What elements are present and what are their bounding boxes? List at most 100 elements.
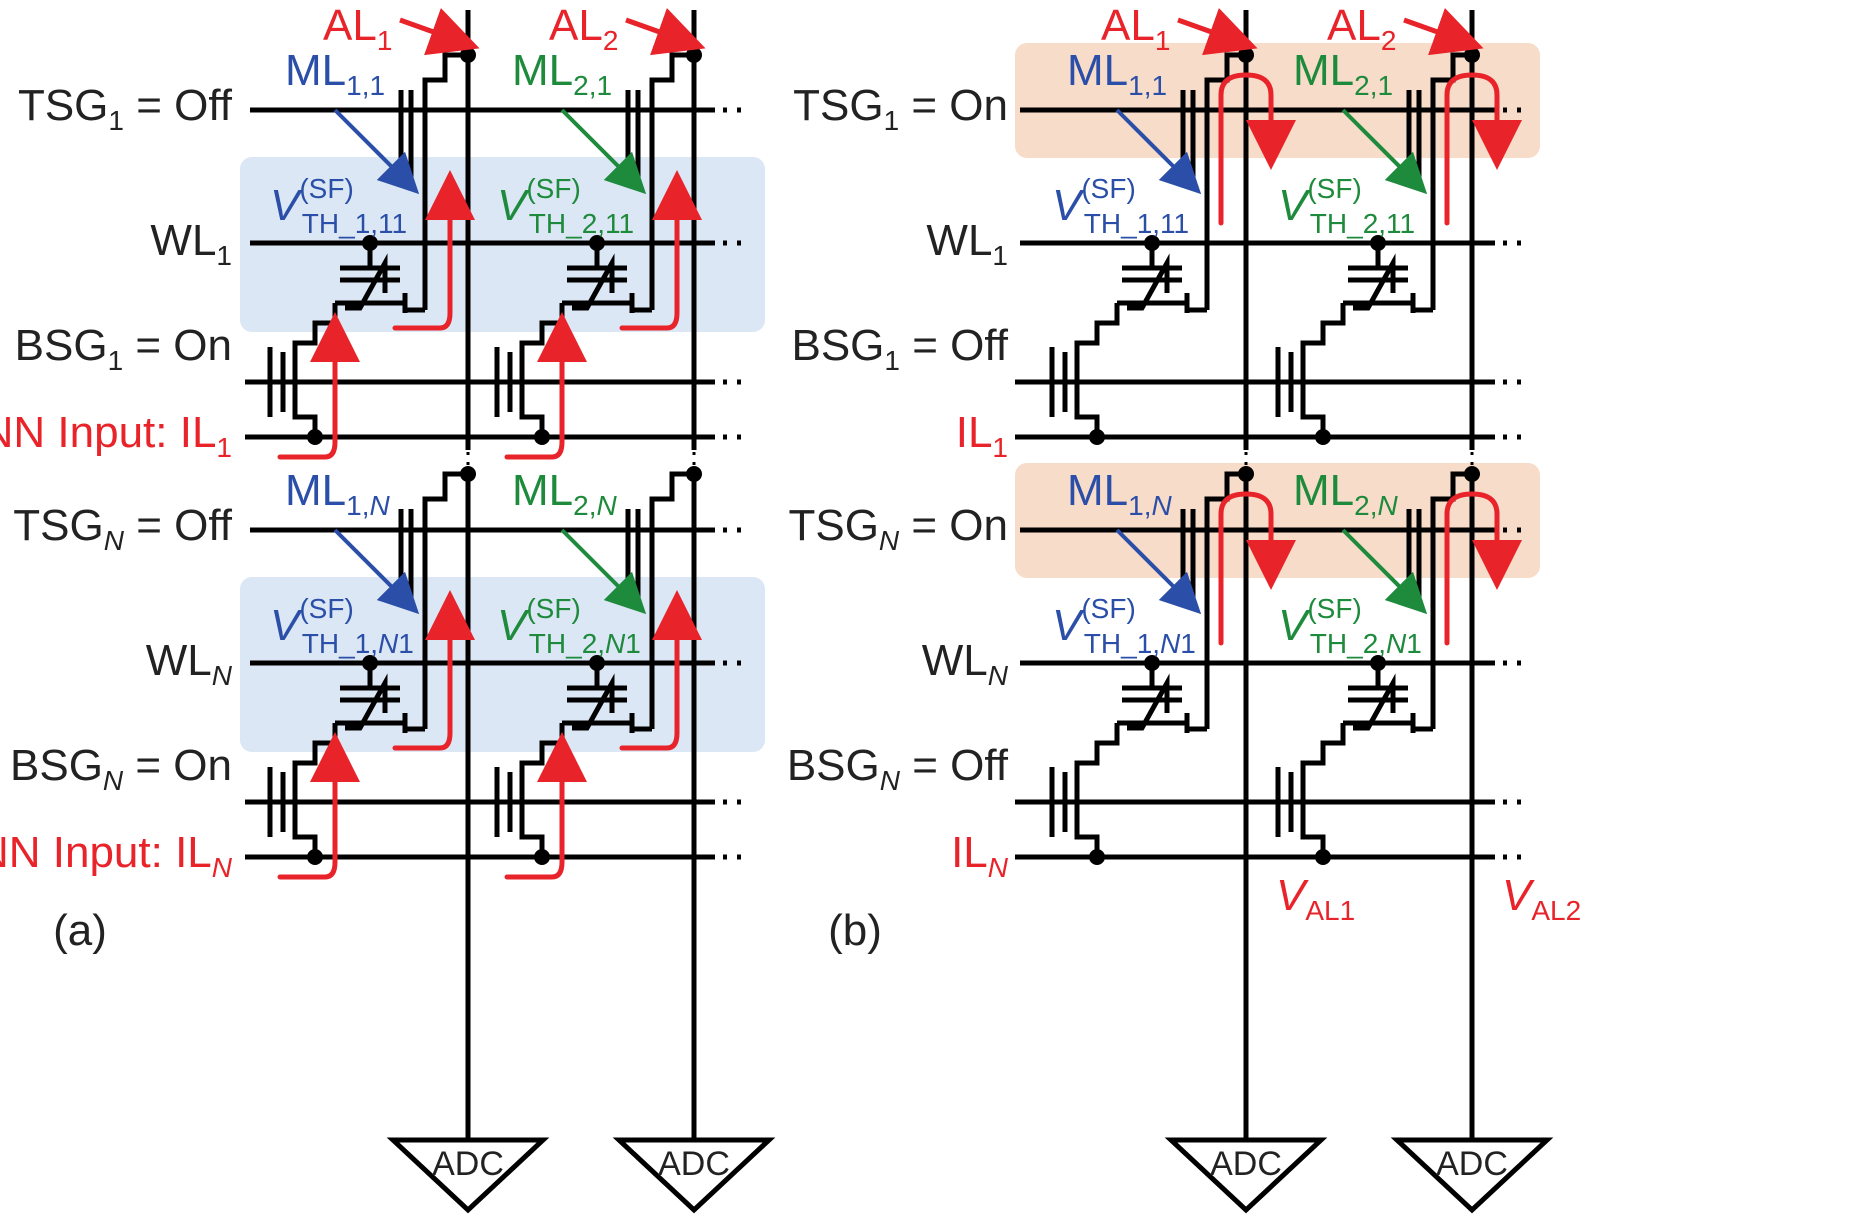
array-line-label: AL2	[1327, 1, 1396, 56]
input-current-path	[277, 312, 360, 460]
memory-line-pointer	[1115, 528, 1202, 615]
panel-caption: (a)	[53, 906, 107, 955]
vth-subscript: TH_2,	[529, 628, 605, 659]
tsg-drain-wire	[422, 52, 468, 115]
output-voltage-label: VAL2	[1502, 871, 1581, 926]
vth-subscript-n: N	[1386, 628, 1407, 659]
vth-subscript-n: N	[378, 628, 399, 659]
adc-label: ADC	[432, 1145, 504, 1183]
threshold-voltage-label: V(SF)TH_1,11	[1052, 173, 1189, 239]
memory-line-subscript: 1,	[346, 490, 369, 521]
row-label-subscript: 1	[108, 105, 124, 136]
bsg-channel	[519, 347, 545, 437]
memory-line-label: ML1,N	[285, 466, 390, 521]
row-label-name: BSG	[15, 321, 108, 370]
vth-subscript: TH_1,	[302, 628, 378, 659]
row-label: BSGN = On	[10, 741, 232, 796]
row-label-name: NN Input: IL	[0, 408, 216, 457]
vth-symbol: V	[497, 181, 530, 230]
row-label: TSG1 = Off	[18, 81, 233, 136]
row-label-name: NN Input: IL	[0, 828, 212, 877]
vth-subscript-index: 1	[398, 628, 414, 659]
row-label-subscript: N	[103, 765, 124, 796]
row-label-name: BSG	[787, 741, 880, 790]
compute-current-path	[1444, 72, 1522, 226]
vth-symbol: V	[1052, 181, 1085, 230]
tsg-drain-wire	[649, 52, 694, 115]
row-label: NN Input: ILN	[0, 828, 233, 883]
array-line-subscript: 1	[1155, 25, 1171, 56]
array-line-label: AL1	[1101, 1, 1170, 56]
vth-subscript: TH_1,	[1084, 628, 1160, 659]
vth-symbol: V	[270, 181, 303, 230]
memory-line-name: ML	[512, 466, 573, 515]
row-label: WLN	[922, 636, 1009, 691]
threshold-voltage-label: V(SF)TH_2,N1	[497, 593, 641, 659]
bsg-channel	[292, 767, 318, 857]
row-label-subscript: 1	[216, 240, 232, 271]
row-label-name: TSG	[788, 501, 878, 550]
row-label-state: = Off	[900, 741, 1009, 790]
row-label-name: TSG	[793, 81, 883, 130]
row-label-name: TSG	[13, 501, 103, 550]
vth-superscript: (SF)	[299, 593, 353, 624]
row-label-name: TSG	[18, 81, 108, 130]
row-label: ILN	[951, 828, 1009, 883]
cell-tunable-symbol	[345, 253, 388, 311]
row-label-name: BSG	[10, 741, 103, 790]
row-label: TSGN = Off	[13, 501, 232, 556]
tsg-drain-wire	[422, 471, 468, 534]
row-label-subscript: N	[212, 852, 233, 883]
vth-superscript: (SF)	[1307, 593, 1361, 624]
input-line-dot	[534, 849, 550, 865]
row-label-name: WL	[146, 636, 212, 685]
adc-triangle	[1390, 1137, 1554, 1214]
input-line-dot	[1089, 429, 1105, 445]
row-label: TSG1 = On	[793, 81, 1008, 136]
adc-label: ADC	[1210, 1145, 1282, 1183]
array-line-pointer	[625, 8, 706, 56]
cell-tunable-symbol	[1127, 673, 1170, 731]
row-label: BSG1 = Off	[791, 321, 1008, 376]
row-label-subscript: 1	[884, 105, 900, 136]
threshold-voltage-label: V(SF)TH_2,11	[1278, 173, 1415, 239]
array-line-pointer	[1177, 8, 1258, 56]
cell-tunable-symbol	[1353, 253, 1396, 311]
input-line-dot	[1315, 429, 1331, 445]
row-label-subscript: 1	[108, 345, 124, 376]
bsg-channel	[1300, 347, 1326, 437]
memory-line-pointer	[560, 528, 647, 615]
vth-subscript-index: 1	[1406, 628, 1422, 659]
memory-line-name: ML	[512, 46, 573, 95]
cell-source-stair	[1300, 303, 1346, 358]
input-current-path	[504, 732, 587, 880]
vth-superscript: (SF)	[526, 173, 580, 204]
adc-triangle	[1164, 1137, 1328, 1214]
vth-subscript-index: 1	[1180, 628, 1196, 659]
row-label-subscript: N	[880, 765, 901, 796]
cell-current-path	[619, 170, 702, 331]
tsg-drain-wire	[649, 471, 694, 534]
memory-line-name: ML	[1293, 46, 1354, 95]
array-line-name: AL	[1327, 1, 1381, 50]
row-label-name: WL	[150, 216, 216, 265]
vth-subscript: TH_1,11	[302, 208, 407, 239]
cell-tunable-symbol	[572, 673, 615, 731]
row-label-subscript: 1	[992, 432, 1008, 463]
memory-line-subscript: 1,1	[346, 70, 385, 101]
memory-line-subscript: 2,	[573, 490, 596, 521]
vth-superscript: (SF)	[1307, 173, 1361, 204]
adc-label: ADC	[1436, 1145, 1508, 1183]
array-line-label: AL1	[323, 1, 392, 56]
vth-symbol: V	[497, 601, 530, 650]
cell-source-stair	[1300, 723, 1346, 778]
cell-source-stair	[1074, 723, 1120, 778]
row-label-name: WL	[926, 216, 992, 265]
vth-symbol: V	[1278, 181, 1311, 230]
input-line-dot	[307, 849, 323, 865]
row-label-state: = On	[899, 501, 1008, 550]
cell-tunable-symbol	[572, 253, 615, 311]
memory-line-pointer	[333, 108, 420, 195]
row-label-name: BSG	[791, 321, 884, 370]
